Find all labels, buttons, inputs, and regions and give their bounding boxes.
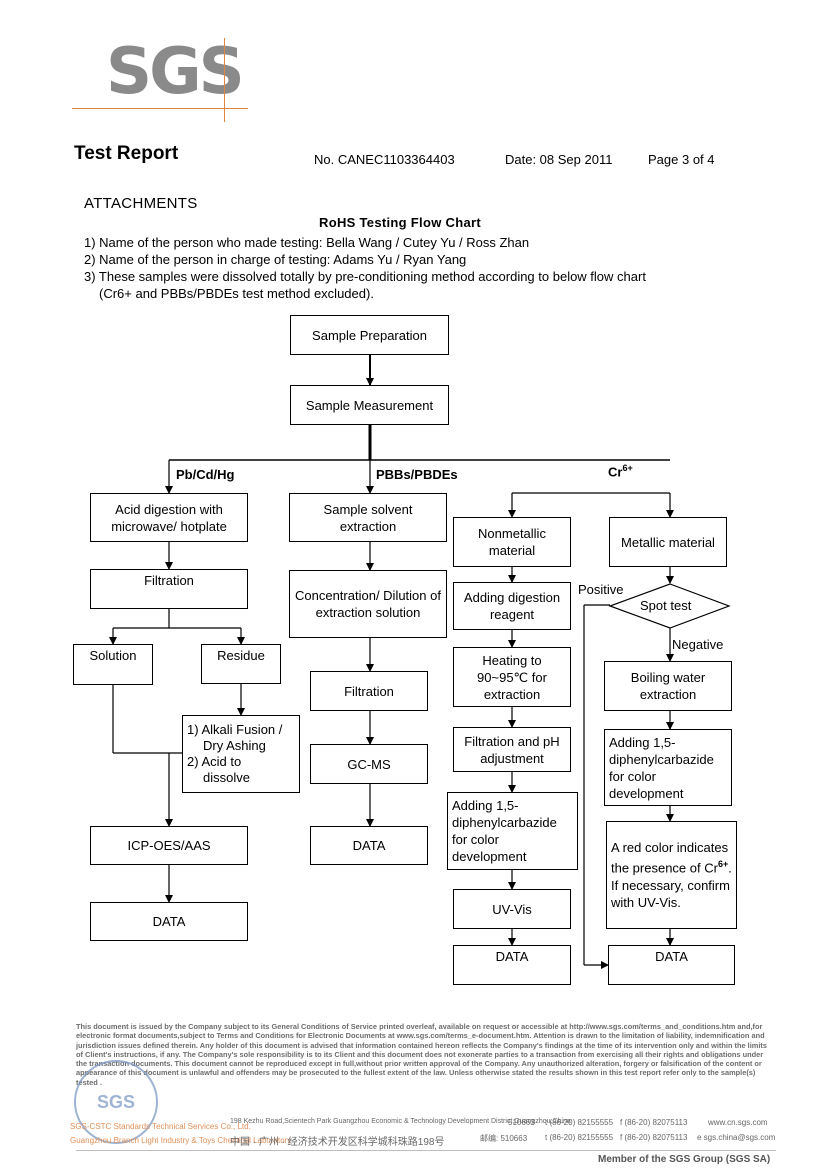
- nonmetal-data-box: DATA: [453, 945, 571, 985]
- positive-label: Positive: [578, 582, 624, 597]
- gcms-box: GC-MS: [310, 744, 428, 784]
- branch-metals-label: Pb/Cd/Hg: [176, 467, 235, 482]
- fax-chinese: f (86-20) 82075113: [620, 1133, 688, 1142]
- metal-data-box: DATA: [608, 945, 735, 985]
- metals-data-box: DATA: [90, 902, 248, 941]
- disclaimer-text: This document is issued by the Company s…: [76, 1022, 767, 1087]
- report-title: Test Report: [74, 143, 179, 164]
- digestion-reagent-box: Adding digestion reagent: [453, 582, 571, 630]
- intro-line-1: 1) Name of the person who made testing: …: [84, 235, 530, 250]
- uvvis-box: UV-Vis: [453, 889, 571, 929]
- flowchart-connectors: [109, 355, 731, 969]
- pbbs-data-box: DATA: [310, 826, 428, 865]
- phone-english: t (86-20) 82155555: [545, 1118, 614, 1127]
- branch-pbbs-label: PBBs/PBDEs: [376, 467, 458, 482]
- intro-line-4: (Cr6+ and PBBs/PBDEs test method exclude…: [99, 286, 374, 301]
- spot-test-label: Spot test: [640, 598, 692, 613]
- sample-preparation-box: Sample Preparation: [290, 315, 449, 355]
- red-color-box: A red color indicates the presence of Cr…: [606, 821, 737, 929]
- metal-diphenyl-box: Adding 1,5-diphenylcarbazide for color d…: [604, 729, 732, 806]
- nonmetal-diphenyl-box: Adding 1,5-diphenylcarbazide for color d…: [447, 792, 578, 870]
- address-english: 198 Kezhu Road,Scientech Park Guangzhou …: [230, 1118, 571, 1125]
- postcode-english: 510663: [508, 1118, 535, 1127]
- sample-measurement-box: Sample Measurement: [290, 385, 449, 425]
- postcode-chinese: 邮编: 510663: [480, 1134, 528, 1143]
- sgs-seal-stamp: SGS: [74, 1060, 158, 1144]
- phone-chinese: t (86-20) 82155555: [545, 1133, 614, 1142]
- intro-line-3: 3) These samples were dissolved totally …: [84, 269, 646, 284]
- heating-box: Heating to 90~95℃ for extraction: [453, 647, 571, 707]
- filtration-ph-box: Filtration and pH adjustment: [453, 727, 571, 772]
- fax-english: f (86-20) 82075113: [620, 1118, 688, 1127]
- boiling-water-box: Boiling water extraction: [604, 661, 732, 711]
- flowchart-title: RoHS Testing Flow Chart: [319, 215, 481, 230]
- sgs-logo: SGS: [106, 35, 245, 109]
- acid-digestion-box: Acid digestion with microwave/ hotplate: [90, 493, 248, 542]
- email: e sgs.china@sgs.com: [697, 1133, 776, 1142]
- report-number: No. CANEC1103364403: [314, 152, 455, 167]
- metallic-box: Metallic material: [609, 517, 727, 567]
- branch-cr-label: Cr6+: [608, 463, 633, 480]
- address-chinese: 中国 · 广州 · 经济技术开发区科学城科珠路198号: [230, 1137, 445, 1148]
- pbbs-filtration-box: Filtration: [310, 671, 428, 711]
- metals-filtration-box: Filtration: [90, 569, 248, 609]
- nonmetallic-box: Nonmetallic material: [453, 517, 571, 567]
- residue-box: Residue: [201, 644, 281, 684]
- icp-oes-box: ICP-OES/AAS: [90, 826, 248, 865]
- concentration-box: Concentration/ Dilution of extraction so…: [289, 570, 447, 638]
- logo-vertical-rule: [224, 38, 225, 122]
- footer-rule: [76, 1150, 776, 1151]
- solution-box: Solution: [73, 644, 153, 685]
- company-name-line-2: Guangzhou Branch Light Industry & Toys C…: [70, 1136, 292, 1145]
- page-number: Page 3 of 4: [648, 152, 715, 167]
- website: www.cn.sgs.com: [708, 1118, 768, 1127]
- alkali-fusion-box: 1) Alkali Fusion / Dry Ashing 2) Acid to…: [182, 715, 300, 793]
- company-name-line-1: SGS-CSTC Standards Technical Services Co…: [70, 1122, 251, 1131]
- attachments-heading: ATTACHMENTS: [84, 195, 198, 212]
- negative-label: Negative: [672, 637, 724, 652]
- member-of-sgs-group: Member of the SGS Group (SGS SA): [598, 1154, 771, 1165]
- intro-line-2: 2) Name of the person in charge of testi…: [84, 252, 467, 267]
- report-date: Date: 08 Sep 2011: [505, 152, 613, 167]
- solvent-extraction-box: Sample solvent extraction: [289, 493, 447, 542]
- logo-rule: [72, 108, 248, 109]
